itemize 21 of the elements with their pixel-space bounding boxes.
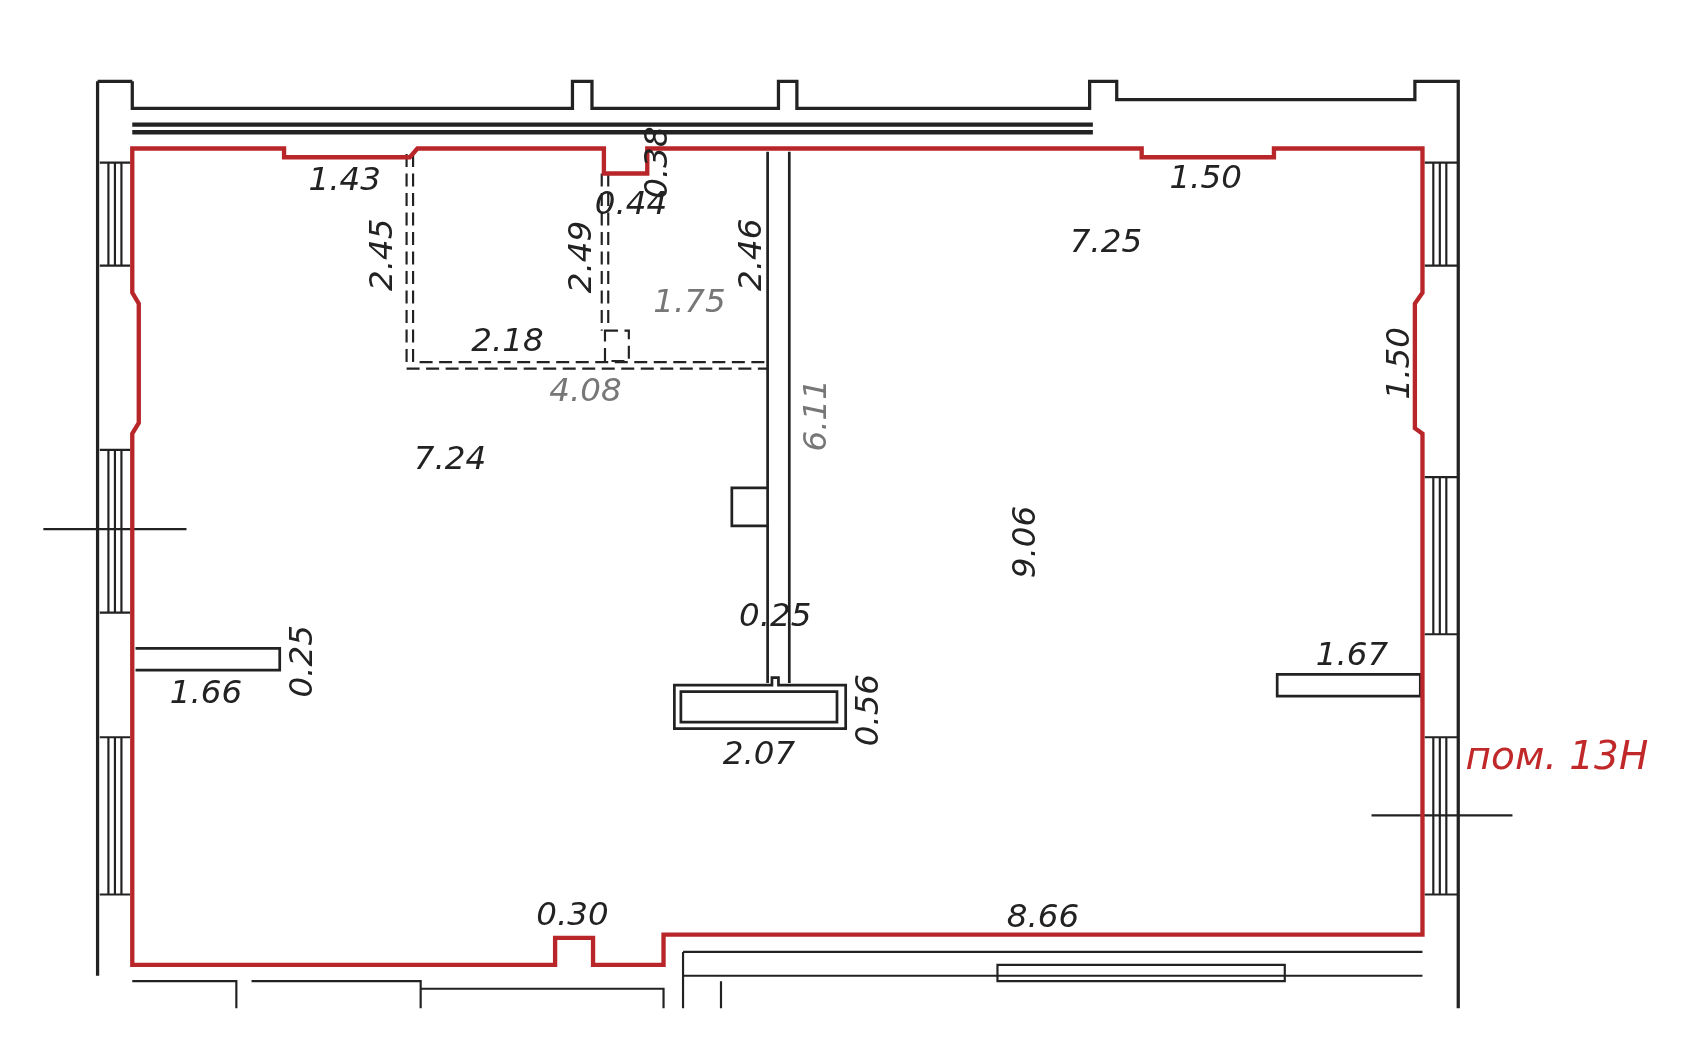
dimension-label: 8.66: [1006, 899, 1080, 933]
dimension-label: 2.45: [365, 218, 398, 291]
dimension-label: 0.56: [851, 673, 884, 747]
dimension-label: 1.50: [1382, 327, 1415, 400]
dimension-label: 7.25: [1069, 224, 1143, 257]
dimension-label: 1.67: [1315, 637, 1389, 671]
dimension-label: 2.46: [734, 218, 767, 291]
dimension-label: 1.50: [1169, 160, 1242, 193]
dimension-label: 1.75: [653, 285, 726, 318]
dimension-label: 2.07: [722, 737, 796, 770]
room-label: пом. 13Н: [1465, 736, 1649, 776]
dimension-label: 0.30: [536, 897, 609, 931]
dimension-label: 7.24: [413, 442, 487, 475]
dimension-label: 4.08: [549, 374, 622, 407]
dimension-label: 0.25: [285, 625, 318, 698]
dimension-label: 2.49: [563, 220, 597, 294]
dimension-label: 2.18: [471, 324, 544, 357]
dimension-label: 6.11: [799, 379, 832, 452]
dimension-label: 9.06: [1008, 505, 1041, 579]
dimension-label: 1.66: [169, 675, 243, 708]
dimension-label: 1.43: [308, 162, 381, 196]
